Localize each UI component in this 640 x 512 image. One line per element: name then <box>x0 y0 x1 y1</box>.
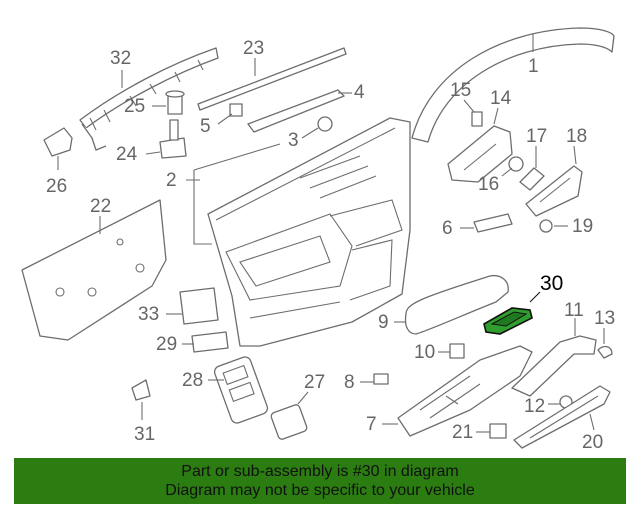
footer-line-2: Diagram may not be specific to your vehi… <box>165 482 475 499</box>
callout-1: 1 <box>528 56 539 77</box>
footer-line-1: Part or sub-assembly is #30 in diagram <box>181 463 459 480</box>
part-10-clip <box>438 343 465 359</box>
parts-diagram: 1 2 3 4 5 6 7 8 9 10 11 12 13 14 15 16 1… <box>21 27 615 453</box>
part-26-clip <box>43 127 73 170</box>
part-1-window-trim <box>411 27 615 143</box>
callout-24: 24 <box>116 144 138 165</box>
part-2-door-panel <box>186 117 411 347</box>
part-14-handle-bracket <box>447 107 513 183</box>
callout-14: 14 <box>490 88 512 109</box>
callout-15: 15 <box>450 80 471 101</box>
part-18-handle-trim <box>525 145 583 217</box>
callout-27: 27 <box>304 372 325 393</box>
callout-21: 21 <box>452 422 473 443</box>
callout-5: 5 <box>200 116 211 137</box>
part-7-armrest-base <box>382 345 533 437</box>
part-23-strip <box>197 47 347 111</box>
part-15-screw <box>463 99 483 127</box>
part-3-plug <box>301 116 333 139</box>
part-20-lower-trim <box>513 385 611 449</box>
part-9-armrest <box>394 274 509 335</box>
callout-2: 2 <box>166 170 177 191</box>
callout-4: 4 <box>354 82 365 103</box>
callout-labels: 1 2 3 4 5 6 7 8 9 10 11 12 13 14 15 16 1… <box>46 38 615 453</box>
part-24-bracket <box>145 119 187 159</box>
callout-8: 8 <box>344 372 355 393</box>
part-29-switch-base <box>182 331 229 353</box>
part-6-insert <box>460 213 513 233</box>
callout-30: 30 <box>540 272 563 295</box>
callout-22: 22 <box>90 196 111 217</box>
callout-26: 26 <box>46 176 67 197</box>
callout-31: 31 <box>134 424 155 445</box>
part-31-clip <box>131 379 151 420</box>
part-8-screw <box>360 373 389 385</box>
callout-28: 28 <box>182 370 203 391</box>
part-30-highlighted-trim <box>483 291 541 335</box>
part-13-cap <box>597 328 613 359</box>
part-5-clip <box>217 103 243 125</box>
callout-16: 16 <box>478 174 499 195</box>
part-33-module <box>166 287 219 325</box>
callout-23: 23 <box>243 38 264 59</box>
footer-banner: Part or sub-assembly is #30 in diagram D… <box>14 458 626 504</box>
part-11-pull-handle <box>511 318 597 397</box>
callout-6: 6 <box>442 218 453 239</box>
callout-20: 20 <box>582 432 603 453</box>
callout-29: 29 <box>156 334 177 355</box>
callout-25: 25 <box>124 96 145 117</box>
callout-10: 10 <box>414 342 435 363</box>
part-25-pin <box>152 90 185 115</box>
callout-3: 3 <box>288 130 299 151</box>
callout-13: 13 <box>594 308 615 329</box>
part-32-upper-strip <box>79 47 219 151</box>
callout-32: 32 <box>110 48 131 69</box>
part-17-bezel <box>519 146 545 191</box>
callout-12: 12 <box>524 396 545 417</box>
part-21-clip <box>476 423 507 439</box>
callout-9: 9 <box>378 312 389 333</box>
part-16-screw <box>501 156 524 177</box>
callout-19: 19 <box>572 216 593 237</box>
part-19-screw <box>539 219 568 233</box>
part-28-window-switch <box>208 356 269 424</box>
callout-7: 7 <box>366 414 377 435</box>
callout-11: 11 <box>564 300 584 321</box>
callout-18: 18 <box>566 126 587 147</box>
part-27-switch <box>270 391 309 440</box>
callout-33: 33 <box>138 304 159 325</box>
part-4-strip <box>247 89 352 133</box>
callout-17: 17 <box>526 126 547 147</box>
part-22-inner-panel <box>21 199 167 341</box>
